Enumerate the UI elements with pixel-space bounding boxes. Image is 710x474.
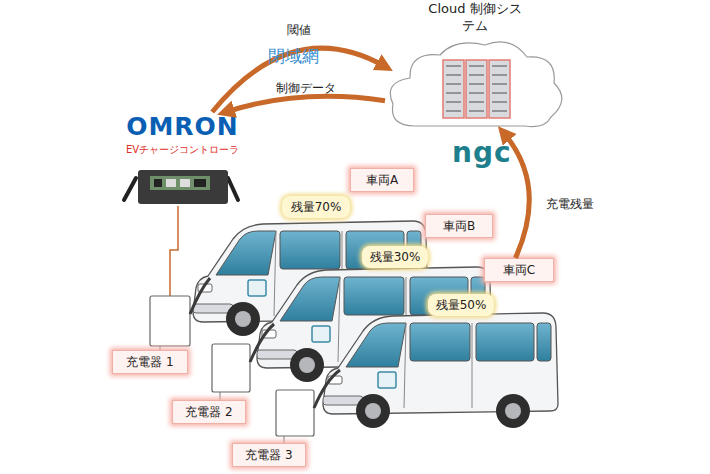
server-slot [492, 110, 507, 112]
node-text: 充電器 3 [245, 447, 292, 464]
server-slot [469, 83, 484, 85]
edge-label: 閾値 [287, 22, 311, 39]
server-slot [492, 74, 507, 76]
edge-label: 充電残量 [546, 196, 594, 213]
cloud-shape [385, 38, 565, 133]
server-slot [446, 101, 461, 103]
ev-controller: OMRONEVチャージコントローラ [115, 112, 250, 210]
node-text: 車両C [503, 262, 535, 279]
server-slot [446, 110, 461, 112]
edge-label: 制御データ [276, 80, 336, 97]
server-rack [443, 60, 464, 118]
server-rack [466, 60, 487, 118]
vehicle-tag: 車両B [425, 214, 493, 238]
server-slot [446, 92, 461, 94]
server-slot [469, 92, 484, 94]
server-slot [446, 65, 461, 67]
node-text: Cloud 制御システム [425, 0, 525, 34]
controller-cable [170, 206, 178, 296]
charging-cables [190, 278, 340, 408]
server-slot [469, 65, 484, 67]
server-slot [469, 110, 484, 112]
server-slot [446, 74, 461, 76]
server-slot [492, 65, 507, 67]
node-text: 充電器 2 [185, 404, 232, 421]
node-text: 車両B [443, 218, 475, 235]
flow-arrow [226, 96, 385, 112]
company-logo: ngc [452, 136, 512, 169]
server-slot [446, 83, 461, 85]
node-text: 車両A [366, 172, 398, 189]
node-text: 残量50% [436, 297, 487, 314]
cloud-outline [390, 42, 562, 127]
charge-bubble: 残量50% [428, 294, 494, 316]
network-label: 閉域網 [268, 45, 319, 68]
server-slot [469, 74, 484, 76]
server-rack [489, 60, 510, 118]
cloud-system: Cloud 制御システム [385, 38, 565, 133]
charge-bubble: 残量70% [282, 196, 350, 218]
node-text: 充電器 1 [126, 354, 173, 371]
node-text: EVチャージコントローラ [115, 142, 250, 158]
vehicle-tag: 車両A [350, 168, 414, 192]
charger-tag: 充電器 3 [232, 443, 306, 467]
server-slot [492, 101, 507, 103]
charge-bubble: 残量30% [362, 246, 428, 268]
server-slot [492, 92, 507, 94]
node-text: OMRON [115, 112, 250, 142]
server-slot [469, 101, 484, 103]
server-slot [492, 83, 507, 85]
van-illustration [323, 313, 558, 428]
node-text: 残量30% [370, 249, 421, 266]
ev-controller-device [124, 170, 238, 204]
charger-tag: 充電器 1 [112, 350, 188, 374]
vehicle-tag: 車両C [484, 258, 554, 282]
node-text: 残量70% [291, 199, 342, 216]
charger-tag: 充電器 2 [172, 400, 246, 424]
